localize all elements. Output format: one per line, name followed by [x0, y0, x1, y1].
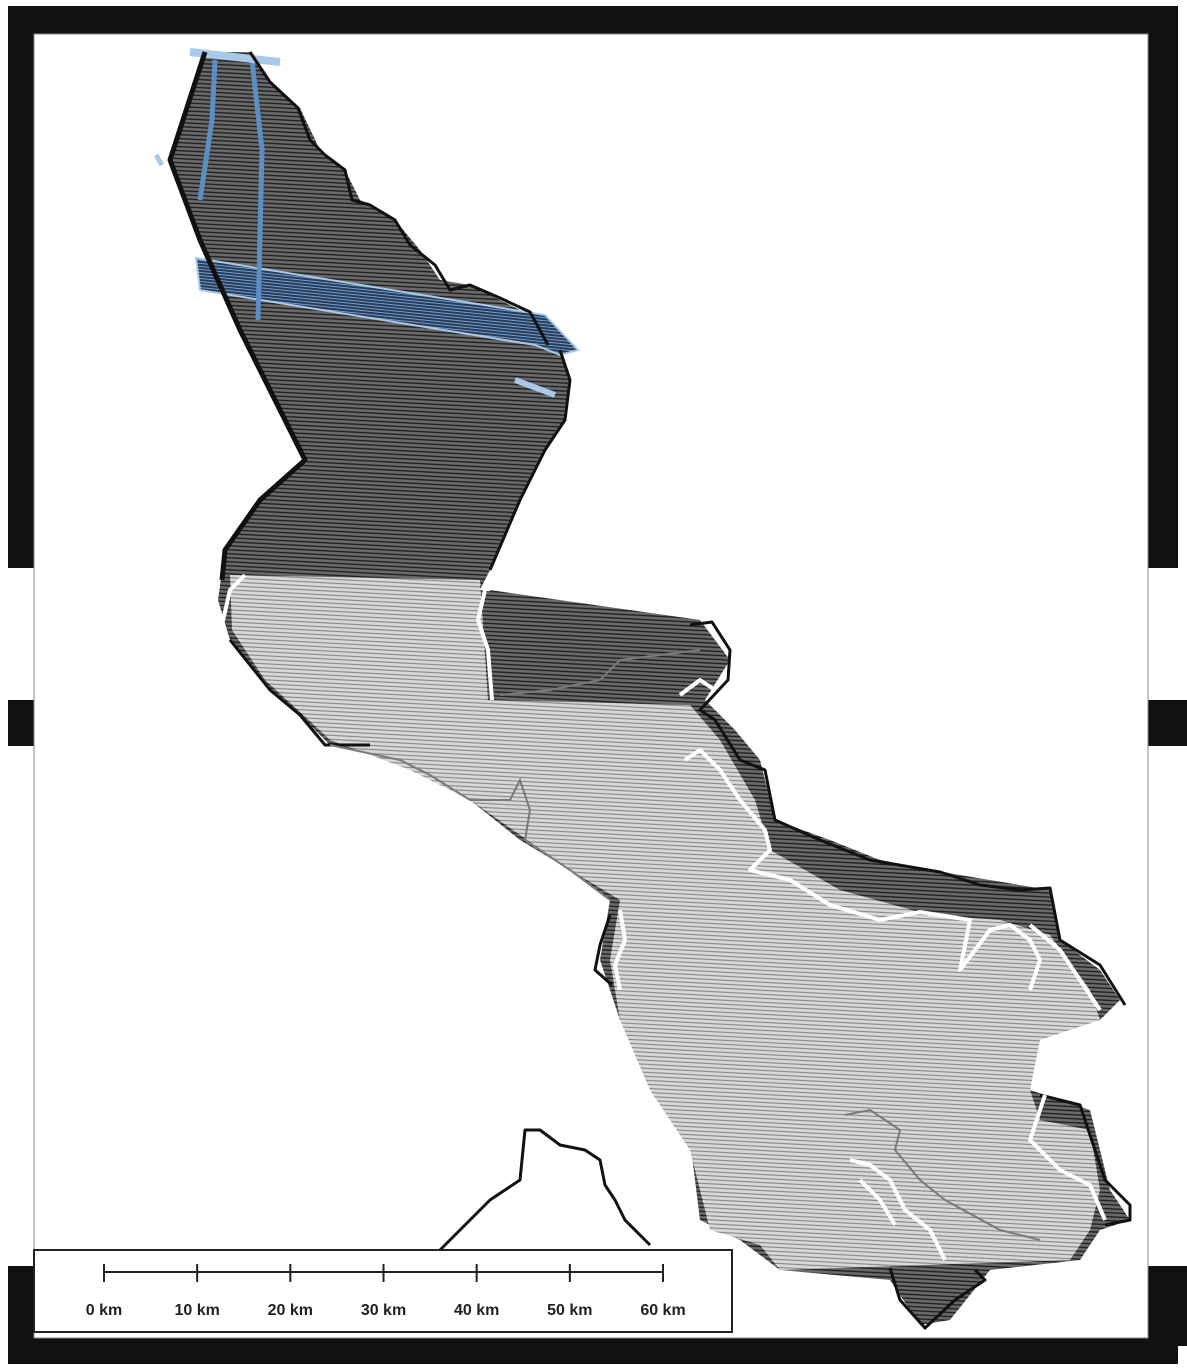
scale-bar [103, 1264, 664, 1282]
flightline-tie-2 [249, 59, 265, 321]
internal-boundaries [329, 649, 1041, 1241]
boundary-lines [167, 51, 1132, 1330]
scale-tick-label: 50 km [547, 1302, 593, 1319]
survey-area-dark-lobe [490, 590, 725, 700]
map-border [8, 6, 1187, 1364]
flightline-stub [153, 153, 165, 167]
flightline-block [194, 256, 580, 357]
scale-bar-panel [33, 1249, 733, 1333]
scale-tick-label: 0 km [85, 1302, 123, 1319]
scale-tick-label: 30 km [360, 1302, 407, 1319]
scale-tick-label: 60 km [640, 1302, 686, 1319]
scale-tick-label: 40 km [453, 1302, 500, 1319]
flightline-tie-1 [197, 59, 218, 201]
scale-tick-label: 10 km [174, 1302, 220, 1319]
scale-tick-label: 20 km [267, 1302, 314, 1319]
survey-area-light [230, 575, 1100, 1270]
flightline-side [513, 377, 557, 398]
